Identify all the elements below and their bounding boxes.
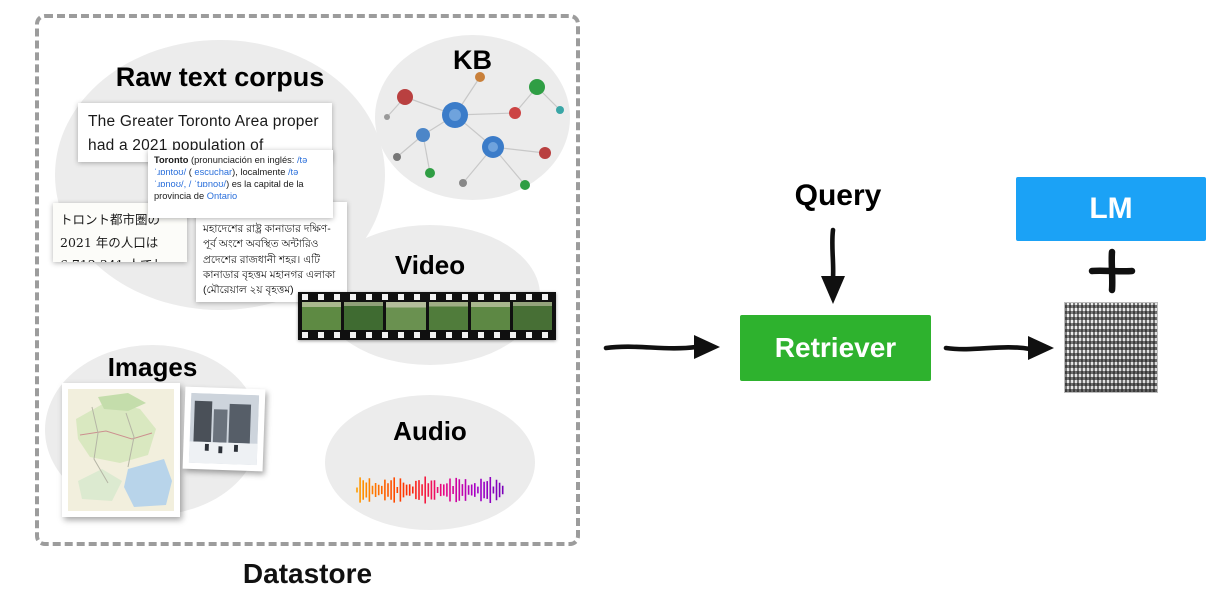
winter-city-photo	[182, 386, 266, 472]
audio-label: Audio	[393, 416, 467, 446]
filmstrip-frames	[298, 302, 556, 330]
knowledge-graph-icon	[384, 72, 564, 190]
kb-label: KB	[453, 45, 492, 75]
audio-waveform-icon	[355, 476, 507, 504]
arrow-datastore-to-retriever	[603, 335, 720, 359]
lm-box: LM	[1016, 177, 1206, 241]
video-filmstrip-icon	[298, 292, 556, 340]
filmstrip-sprockets-top	[302, 294, 552, 300]
retriever-box: Retriever	[740, 315, 931, 381]
raw-text-corpus-label: Raw text corpus	[115, 62, 325, 92]
text-snippet-spanish: Toronto (pronunciación en inglés: /tə ˈɹ…	[148, 150, 333, 218]
audio-blob	[325, 395, 535, 530]
arrow-retriever-to-documents	[943, 336, 1054, 360]
plus-icon	[1088, 248, 1136, 294]
filmstrip-sprockets-bottom	[302, 332, 552, 338]
video-label: Video	[394, 250, 466, 280]
ontario-map-photo	[62, 383, 180, 517]
arrow-query-to-retriever	[821, 227, 845, 304]
images-label: Images	[107, 352, 198, 382]
query-label: Query	[794, 179, 882, 212]
retrieved-documents-image	[1065, 303, 1157, 392]
datastore-label: Datastore	[242, 558, 373, 589]
